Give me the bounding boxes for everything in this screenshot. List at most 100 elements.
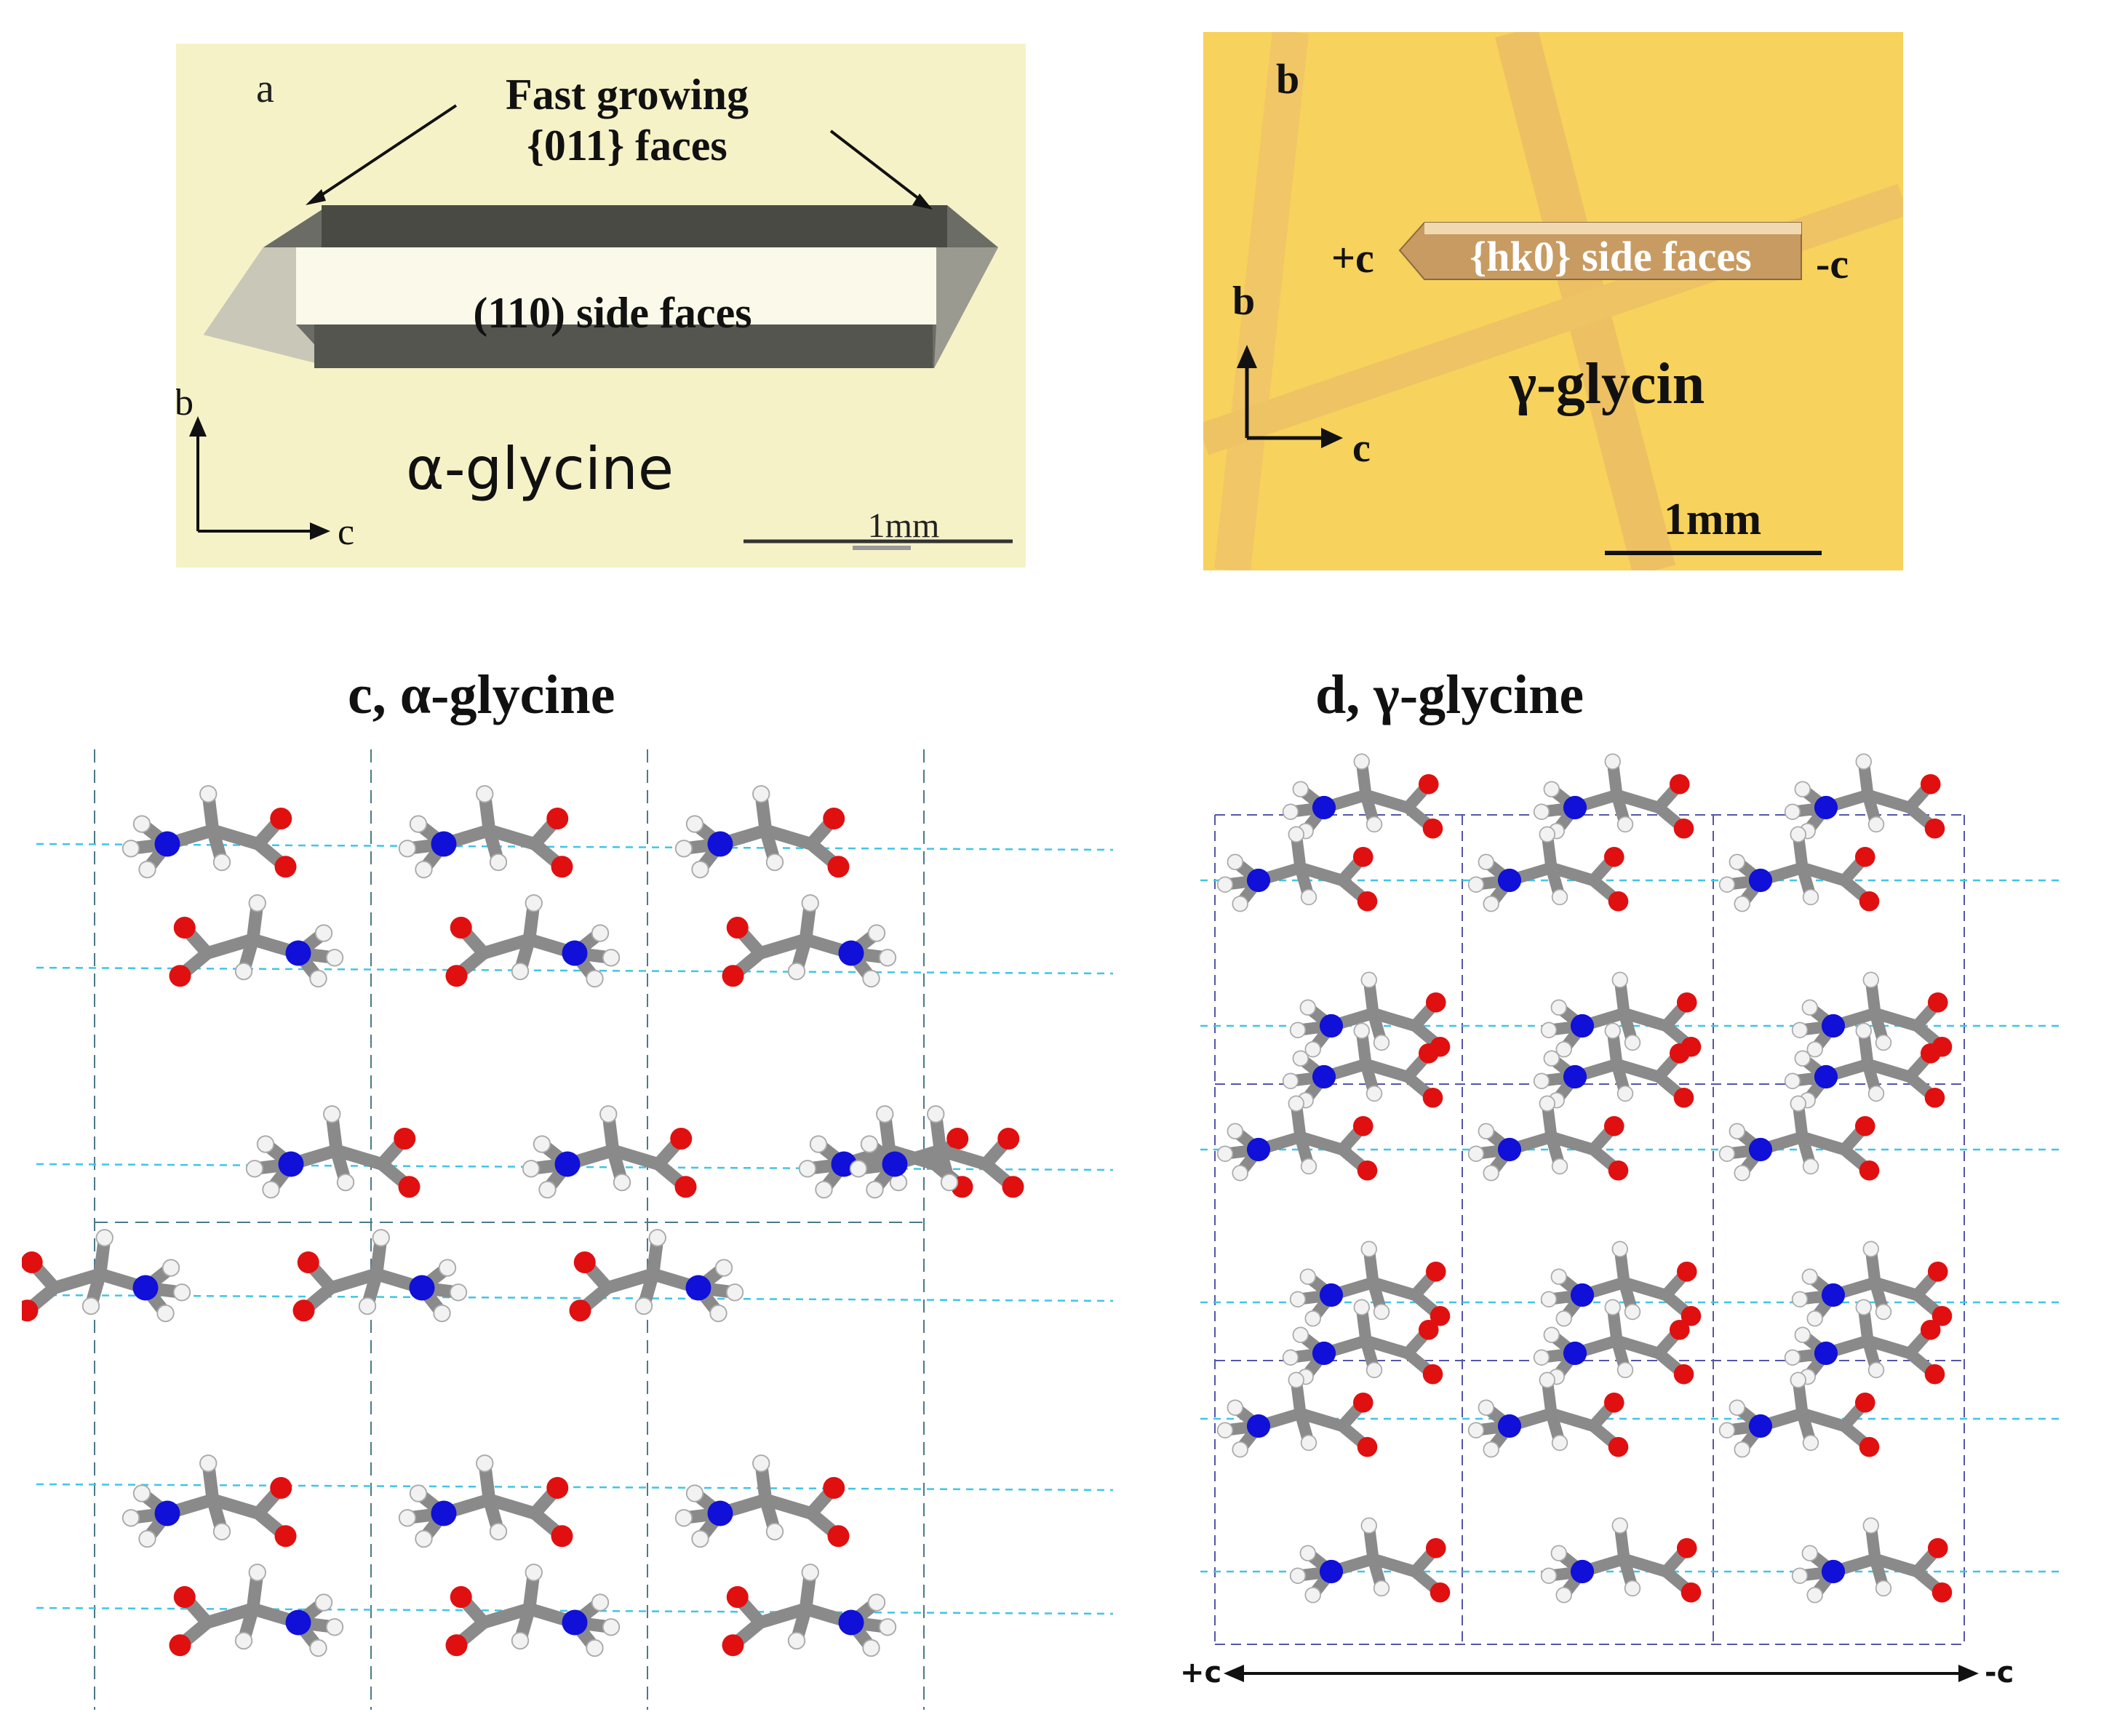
hydrogen-atom — [798, 1160, 817, 1178]
hydrogen-atom — [398, 840, 417, 858]
hydrogen-atom — [1729, 853, 1746, 870]
hydrogen-atom — [1794, 1050, 1811, 1067]
oxygen-atom — [20, 1251, 43, 1273]
bond — [754, 1602, 813, 1629]
hydrogen-atom — [1551, 1158, 1568, 1175]
oxygen-atom — [1927, 1538, 1948, 1558]
oxygen-atom — [1924, 818, 1945, 839]
gamma-glycine-structure: +c -c — [1180, 753, 2059, 1689]
oxygen-atom — [1669, 1320, 1690, 1340]
nitrogen-atom — [278, 1151, 304, 1177]
axis-c-label: c — [338, 511, 354, 553]
oxygen-atom — [1931, 1305, 1953, 1326]
nitrogen-atom — [1246, 1137, 1271, 1162]
hydrogen-atom — [1855, 1299, 1872, 1315]
hydrogen-atom — [1790, 826, 1806, 843]
hydrogen-atom — [1227, 853, 1244, 870]
hydrogen-atom — [1216, 1422, 1234, 1438]
nitrogen-atom — [707, 831, 733, 857]
hydrogen-atom — [1624, 1303, 1641, 1321]
nitrogen-atom — [1821, 1014, 1846, 1038]
bond — [1869, 1007, 1923, 1032]
oxygen-atom — [1422, 1363, 1443, 1385]
hydrogen-atom — [1718, 876, 1736, 893]
glycine-molecule — [121, 1454, 297, 1548]
hydrogen-atom — [199, 785, 218, 803]
hydrogen-atom — [1875, 1034, 1892, 1051]
oxygen-atom — [445, 1634, 468, 1657]
hydrogen-atom — [1300, 1434, 1317, 1452]
bond — [482, 1493, 541, 1520]
nitrogen-atom — [1814, 1341, 1838, 1366]
hydrogen-atom — [787, 962, 806, 981]
bond — [759, 1493, 818, 1520]
hydrogen-atom — [1289, 1022, 1307, 1038]
bond — [1545, 1407, 1600, 1433]
hydrogen-atom — [591, 924, 610, 942]
oxygen-atom — [1673, 1363, 1694, 1385]
hydrogen-atom — [1806, 1040, 1823, 1058]
hydrogen-atom — [525, 1564, 543, 1582]
hydrogen-atom — [809, 1135, 828, 1153]
oxygen-atom — [1422, 818, 1443, 839]
hydrogen-atom — [1360, 971, 1377, 988]
hydrogen-atom — [1540, 1567, 1558, 1584]
hydrogen-bond — [36, 1483, 1114, 1492]
oxygen-atom — [1422, 1087, 1443, 1108]
hydrogen-atom — [1616, 1085, 1634, 1102]
hydrogen-atom — [1292, 781, 1309, 797]
oxygen-atom — [1418, 1320, 1439, 1340]
nitrogen-atom — [154, 1500, 180, 1526]
glycine-molecule — [1467, 1371, 1629, 1458]
glycine-molecule — [1784, 1022, 1945, 1109]
oxygen-atom — [1669, 774, 1690, 795]
hydrogen-atom — [1478, 1123, 1495, 1139]
hydrogen-atom — [787, 1631, 806, 1650]
hydrogen-atom — [1802, 1434, 1819, 1452]
oxygen-atom — [1357, 1436, 1378, 1457]
hydrogen-atom — [538, 1180, 557, 1199]
hydrogen-atom — [1802, 888, 1819, 906]
hydrogen-atom — [1555, 1310, 1572, 1327]
glycine-molecule — [849, 1105, 1024, 1199]
nitrogen-atom — [554, 1151, 581, 1177]
nitrogen-atom — [1821, 1283, 1846, 1307]
oxygen-atom — [573, 1251, 596, 1273]
glycine-molecule — [722, 894, 897, 988]
annotation-arrow-right — [829, 130, 927, 205]
hydrogen-atom — [1300, 1158, 1317, 1175]
hydrogen-atom — [1353, 753, 1370, 770]
hydrogen-atom — [336, 1173, 355, 1192]
hydrogen-atom — [1483, 1164, 1499, 1182]
hydrogen-atom — [648, 1229, 666, 1247]
oxygen-atom — [1854, 1116, 1875, 1136]
annotation-arrow-left — [309, 104, 458, 204]
nitrogen-atom — [409, 1275, 435, 1301]
hydrogen-atom — [138, 860, 156, 879]
oxygen-atom — [1608, 1160, 1629, 1181]
nitrogen-atom — [1497, 868, 1522, 893]
oxygen-atom — [292, 1299, 315, 1322]
hydrogen-atom — [1616, 816, 1634, 833]
nitrogen-atom — [1246, 1414, 1271, 1438]
hydrogen-atom — [1366, 816, 1383, 833]
hydrogen-atom — [1292, 1050, 1309, 1067]
hydrogen-atom — [685, 815, 704, 833]
oxygen-atom — [394, 1128, 416, 1150]
c-axis-arrow — [1224, 1665, 1979, 1682]
hydrogen-atom — [876, 1105, 894, 1123]
hydrogen-atom — [1360, 1517, 1377, 1534]
hydrogen-atom — [878, 1618, 897, 1636]
oxygen-atom — [173, 917, 196, 939]
hydrogen-atom — [325, 1618, 344, 1636]
oxygen-atom — [1352, 1393, 1374, 1413]
hydrogen-atom — [691, 1529, 709, 1548]
hydrogen-atom — [1729, 1123, 1746, 1139]
hydrogen-atom — [1555, 1040, 1572, 1058]
hydrogen-atom — [1862, 971, 1879, 988]
hydrogen-atom — [878, 949, 897, 967]
glycine-molecule — [1718, 826, 1880, 912]
glycine-molecule — [445, 894, 621, 988]
hydrogen-atom — [1366, 1361, 1383, 1379]
hydrogen-atom — [1604, 753, 1621, 770]
